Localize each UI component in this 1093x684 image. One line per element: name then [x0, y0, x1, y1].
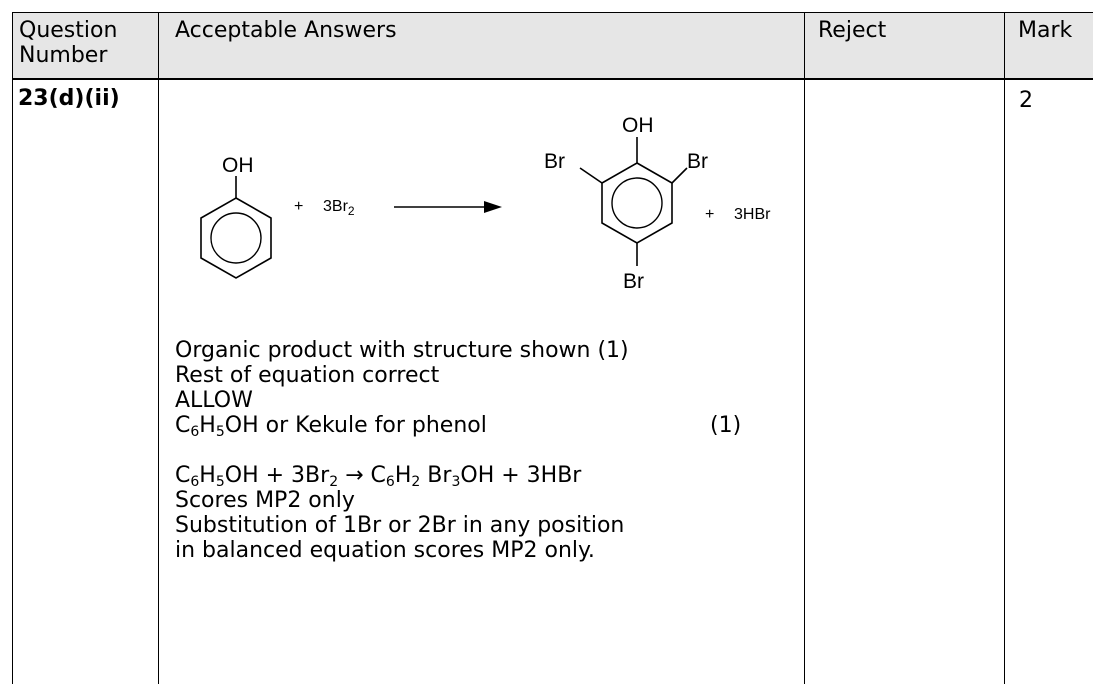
br-left-label: Br [544, 150, 565, 173]
answer-line-balanced: in balanced equation scores MP2 only. [175, 538, 595, 563]
header-reject: Reject [818, 18, 887, 43]
answer-line-scores: Scores MP2 only [175, 488, 355, 513]
left-border [12, 12, 13, 684]
answer-line-product: Organic product with structure shown (1) [175, 338, 629, 363]
br-right-label: Br [687, 150, 708, 173]
header-mark: Mark [1018, 18, 1073, 43]
product-oh-label: OH [622, 114, 654, 137]
answer-line-rest: Rest of equation correct [175, 363, 440, 388]
mark-value: 2 [1019, 88, 1033, 113]
table-top-border [12, 12, 1093, 13]
header-acceptable-answers: Acceptable Answers [175, 18, 397, 43]
answer-line-allow: ALLOW [175, 388, 253, 413]
header-row [12, 12, 1093, 78]
plus-sign-1: + [294, 198, 303, 215]
mark-scheme-table: Question Number Acceptable Answers Rejec… [12, 12, 1093, 684]
phenol-oh-label: OH [222, 154, 254, 177]
col-divider-3 [1004, 12, 1005, 684]
answer-line-substitution: Substitution of 1Br or 2Br in any positi… [175, 513, 625, 538]
answer-notes: Organic product with structure shown (1)… [175, 338, 742, 563]
tribromophenol-structure: OH Br Br Br [544, 114, 708, 293]
header-bottom-border [12, 78, 1093, 80]
reagent-bromine: 3Br2 [323, 198, 355, 218]
reaction-arrow [394, 201, 502, 213]
answer-line-alt-equation: C6H5OH + 3Br2 → C6H2 Br3OH + 3HBr [175, 463, 582, 490]
plus-sign-2: + [705, 206, 714, 223]
col-divider-1 [158, 12, 159, 684]
kekule-mark: (1) [710, 413, 742, 438]
byproduct-hbr: 3HBr [734, 206, 771, 223]
br-bottom-label: Br [623, 270, 644, 293]
col-divider-2 [804, 12, 805, 684]
phenol-structure: OH [200, 154, 272, 279]
header-question-number: Question Number [19, 18, 118, 68]
answer-line-kekule: C6H5OH or Kekule for phenol (1) [175, 413, 742, 440]
reaction-equation-diagram: OH + 3Br2 OH Br Br Br + 3HBr [200, 114, 771, 293]
question-number: 23(d)(ii) [18, 86, 120, 111]
